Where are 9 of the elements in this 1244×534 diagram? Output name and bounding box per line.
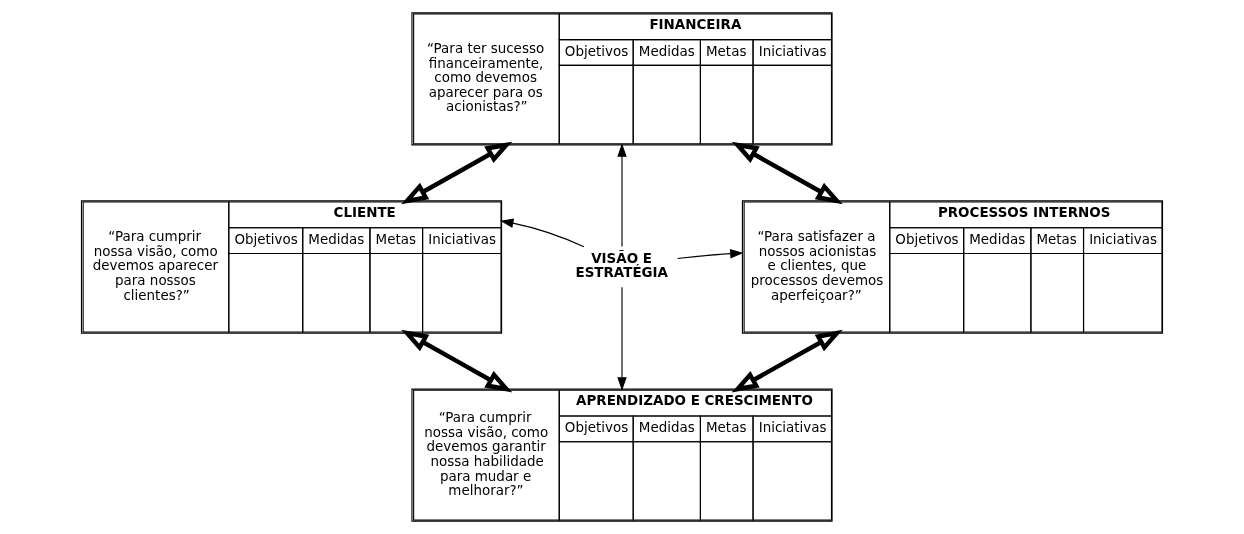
arrow [617, 286, 627, 391]
arrow [401, 329, 513, 393]
node-text: VISÃO E ESTRATÉGIA [575, 251, 669, 280]
arrow [731, 141, 843, 205]
arrow [499, 218, 585, 248]
arrow [731, 329, 843, 393]
arrow [617, 143, 627, 248]
arrow [401, 141, 513, 205]
arrow [676, 248, 744, 260]
